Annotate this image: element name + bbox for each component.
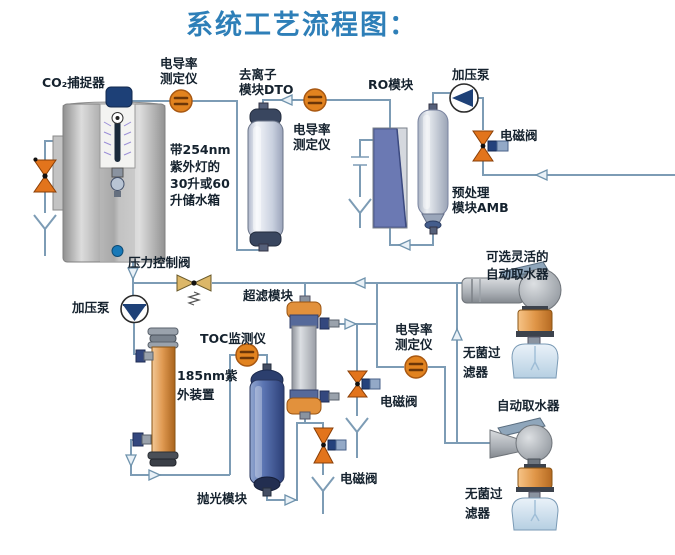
solenoid-valve-mid-upper [347,370,381,398]
label-solenoid-mid-upper: 电磁阀 [380,394,418,409]
conductivity-meter-right-icon [404,355,428,379]
pretreatment-module-amb [417,103,449,235]
label-pressure-valve: 压力控制阀 [128,255,191,270]
flow-arrows [124,93,548,507]
label-conductivity-meter-top-mid: 电导率测定仪 [293,122,331,152]
deionization-module-dto [247,102,284,252]
manual-valve-left [33,157,57,193]
label-sterile-filter-lower: 无菌过滤器 [464,486,503,520]
label-toc-meter: TOC监测仪 [200,331,266,346]
page-title: 系统工艺流程图： [186,9,418,41]
label-polishing-module: 抛光模块 [197,491,248,506]
uv-lamp-254nm-icon [103,112,132,162]
ro-module [372,127,408,229]
polishing-module [249,363,285,497]
label-co2-trap: CO₂捕捉器 [42,75,105,90]
toc-meter-icon [235,343,259,367]
label-uf-module: 超滤模块 [242,288,294,303]
pipe-network [33,92,675,514]
label-booster-pump-left: 加压泵 [71,300,110,315]
label-dispenser-auto: 自动取水器 [497,398,560,413]
solenoid-valve-mid-lower [313,427,347,464]
labels: 系统工艺流程图： CO₂捕捉器 电导率测定仪 去离子模块DTO 电导率测定仪 R… [42,9,560,520]
label-solenoid-top-right: 电磁阀 [500,128,538,143]
label-sterile-filter-upper: 无菌过滤器 [462,345,501,379]
label-pretreat-module: 预处理模块AMB [452,185,509,215]
tank-sensor-dot [111,245,124,257]
label-dispenser-optional: 可选灵活的自动取水器 [486,249,549,282]
dispenser-optional [461,261,562,318]
ultrafiltration-module [286,295,340,420]
label-booster-pump-right: 加压泵 [451,67,490,82]
conductivity-meter-top-mid-icon [303,88,327,112]
sterile-filter-upper [511,306,559,379]
conductivity-meter-top-left-icon [169,89,193,113]
label-deion-module: 去离子模块DTO [239,67,294,97]
sterile-filter-lower [511,464,559,531]
solenoid-valve-top-right [472,130,509,162]
booster-pump-right-icon [449,83,479,113]
label-solenoid-mid-lower: 电磁阀 [340,471,378,486]
pressure-control-valve [176,274,212,306]
dispenser-auto [489,417,553,467]
label-uv-device: 185nm紫外装置 [176,368,238,402]
label-ro-module: RO模块 [368,77,414,92]
co2-trap-cap [105,86,133,108]
label-conductivity-meter-top-left: 电导率测定仪 [160,56,198,86]
uv-185nm-device [132,327,179,467]
label-conductivity-meter-right: 电导率测定仪 [395,322,433,352]
booster-pump-left-icon [120,294,149,324]
storage-tank [52,86,166,263]
